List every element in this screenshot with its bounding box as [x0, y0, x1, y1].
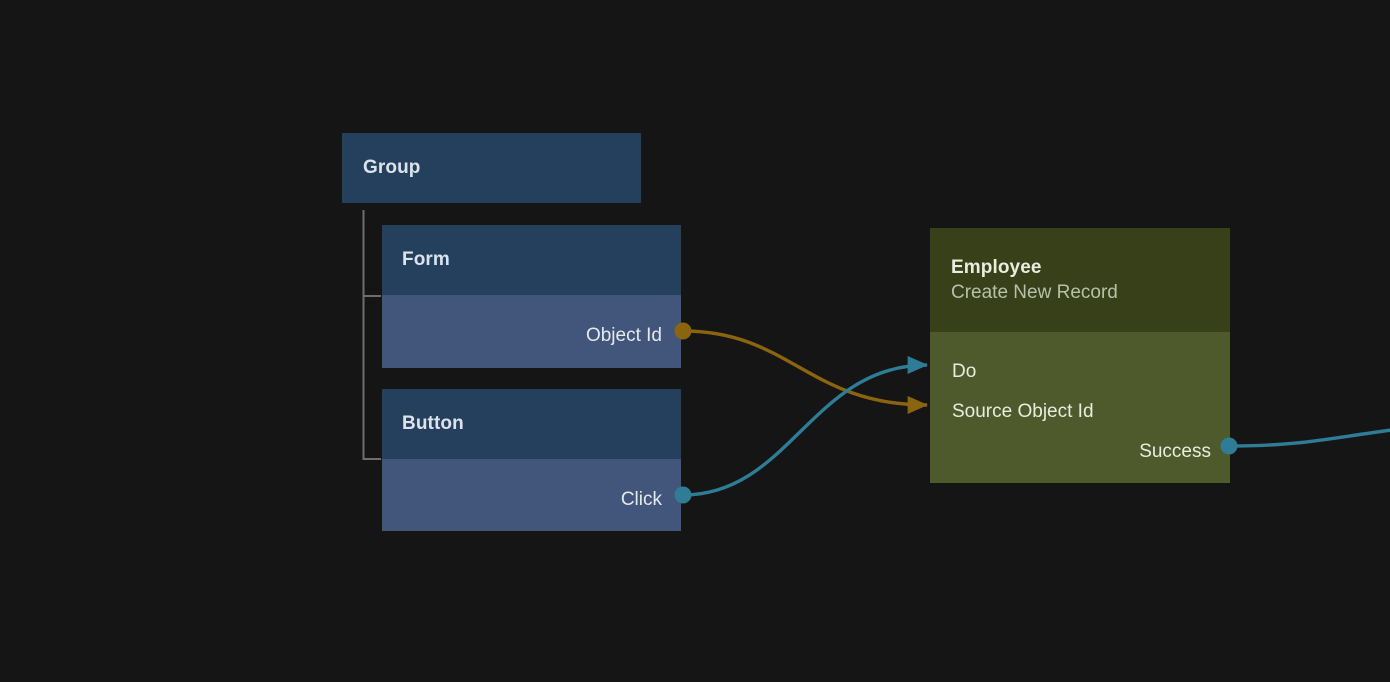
- node-form-body: Object Id: [382, 295, 681, 368]
- node-employee-body: Do Source Object Id Success: [930, 332, 1230, 483]
- node-group[interactable]: Group: [342, 133, 641, 203]
- edge-success-outgoing: [1230, 428, 1390, 448]
- node-form-title: Form: [402, 249, 450, 270]
- port-label-object-id[interactable]: Object Id: [585, 325, 662, 346]
- node-employee-header[interactable]: Employee Create New Record: [930, 228, 1230, 332]
- node-group-header[interactable]: Group: [342, 133, 641, 203]
- node-form-header[interactable]: Form: [382, 225, 681, 295]
- node-employee-title: Employee: [951, 256, 1042, 278]
- node-form[interactable]: Form Object Id: [382, 225, 681, 368]
- edge-click-to-do: [682, 356, 929, 497]
- port-dot-success[interactable]: [1220, 437, 1238, 455]
- edge-object-id-to-source-object-id: [682, 329, 929, 414]
- node-employee-subtitle: Create New Record: [951, 281, 1118, 303]
- node-employee[interactable]: Employee Create New Record Do Source Obj…: [930, 228, 1230, 483]
- port-label-success[interactable]: Success: [1139, 441, 1211, 462]
- port-label-do[interactable]: Do: [952, 361, 977, 382]
- node-button[interactable]: Button Click: [382, 389, 681, 531]
- port-label-click[interactable]: Click: [620, 489, 662, 510]
- port-dot-click[interactable]: [674, 486, 692, 504]
- port-label-source-object-id[interactable]: Source Object Id: [952, 401, 1094, 422]
- port-dot-object-id[interactable]: [674, 322, 692, 340]
- node-button-body: Click: [382, 459, 681, 531]
- node-button-header[interactable]: Button: [382, 389, 681, 459]
- node-group-title: Group: [363, 157, 421, 178]
- node-button-title: Button: [402, 413, 464, 434]
